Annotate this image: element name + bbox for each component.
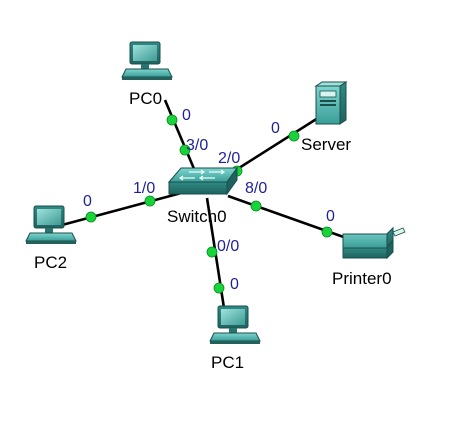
link-light-pc1-switch (206, 246, 218, 258)
switch0-label: Switch0 (167, 207, 227, 226)
link-light-pc0-switch (179, 144, 191, 156)
port-label-pc1-switch: 0/0 (217, 238, 239, 255)
server-icon (314, 81, 348, 125)
link-light-pc2-device (85, 211, 97, 223)
link-light-printer-switch (250, 200, 262, 212)
printer-label: Printer0 (332, 269, 392, 288)
port-label-server-device: 0 (271, 120, 280, 137)
pc2-label: PC2 (34, 253, 67, 272)
link-light-pc2-switch (144, 195, 156, 207)
port-label-pc0-switch: 3/0 (186, 137, 208, 154)
port-labels: 0 3/0 2/0 0 0 1/0 8/0 0 0/0 0 (83, 107, 335, 293)
printer-device[interactable]: Printer0 (332, 226, 406, 288)
pc1-label: PC1 (211, 353, 244, 372)
port-label-pc2-device: 0 (83, 193, 92, 210)
switch-icon (167, 166, 238, 196)
port-label-server-switch: 2/0 (218, 150, 240, 167)
pc2-device[interactable]: PC2 (25, 205, 77, 272)
pc-icon (25, 205, 77, 244)
links (61, 99, 353, 309)
link-light-server-device (288, 130, 300, 142)
server-label: Server (301, 135, 351, 154)
link-light-pc1-device (213, 282, 225, 294)
link-light-printer-device (321, 226, 333, 238)
port-label-pc1-device: 0 (230, 276, 239, 293)
switch0-device[interactable]: Switch0 (167, 166, 238, 226)
port-label-printer-device: 0 (326, 208, 335, 225)
pc0-device[interactable]: PC0 (121, 41, 173, 108)
pc-icon (121, 41, 173, 80)
server-device[interactable]: Server (301, 81, 351, 154)
pc0-label: PC0 (129, 89, 162, 108)
link-switch-pc2[interactable] (61, 190, 186, 227)
port-label-pc0-device: 0 (182, 107, 191, 124)
link-light-pc0-device (166, 114, 178, 126)
pc1-device[interactable]: PC1 (209, 305, 261, 372)
printer-icon (342, 226, 406, 260)
pc-icon (209, 305, 261, 344)
port-label-pc2-switch: 1/0 (133, 180, 155, 197)
port-label-printer-switch: 8/0 (245, 180, 267, 197)
